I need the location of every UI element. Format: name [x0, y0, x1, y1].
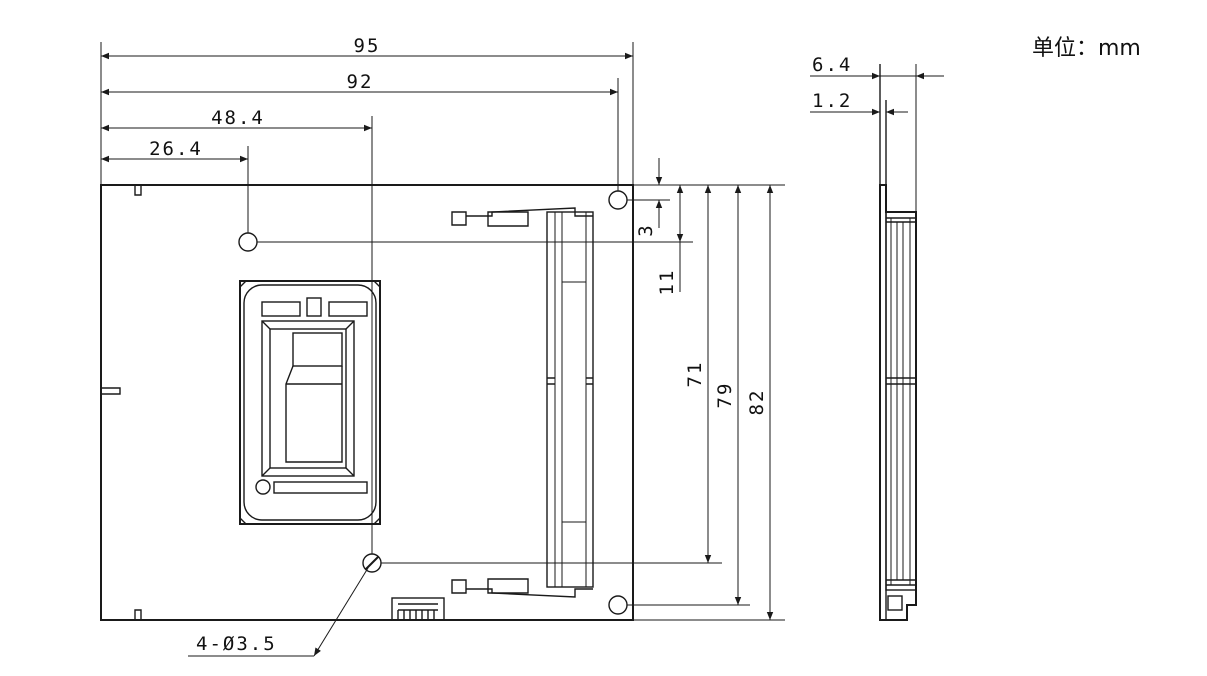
chip-package	[239, 280, 381, 525]
unit-label: 单位：mm	[1032, 36, 1141, 61]
dim-82: 82	[746, 389, 768, 416]
dim-95: 95	[354, 35, 381, 57]
side-view	[879, 64, 917, 621]
hole-callout-text: 4-Ø3.5	[196, 633, 277, 655]
dim-48-4: 48.4	[211, 107, 265, 129]
dim-11: 11	[656, 269, 678, 296]
mounting-hole	[238, 232, 258, 252]
side-dimensions: 6.4 1.2	[810, 54, 944, 116]
dim-92: 92	[347, 71, 374, 93]
bottom-connector	[391, 597, 445, 621]
horizontal-dimensions: 95 92 48.4 26.4	[100, 35, 634, 554]
dim-3: 3	[635, 223, 657, 236]
dim-6-4: 6.4	[812, 54, 852, 76]
vertical-dimensions: 3 11 71 79 82	[257, 158, 785, 621]
mounting-holes	[238, 190, 628, 615]
dim-1-2: 1.2	[812, 90, 852, 112]
dim-71: 71	[684, 361, 706, 388]
dim-79: 79	[714, 382, 736, 409]
mounting-hole	[608, 595, 628, 615]
mounting-hole	[608, 190, 628, 210]
hole-callout: 4-Ø3.5	[188, 567, 369, 657]
dim-26-4: 26.4	[149, 138, 203, 160]
memory-slot	[451, 207, 594, 598]
